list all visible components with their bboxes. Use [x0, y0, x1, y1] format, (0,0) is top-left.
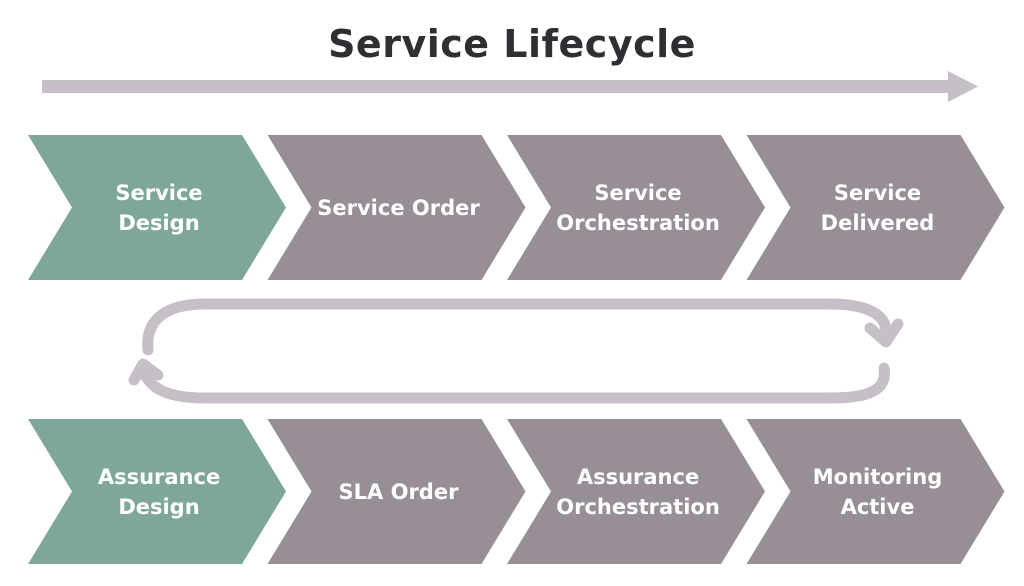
cycle-loop-lower: [137, 362, 890, 404]
cycle-loop-upper-head: [864, 318, 904, 348]
service-step-4-chevron: [746, 135, 1005, 280]
assurance-step-3-chevron: [507, 419, 765, 564]
service-row: [28, 135, 1005, 280]
cycle-loop-arrow: [128, 298, 904, 404]
progress-arrow: [42, 71, 978, 102]
assurance-step-4-chevron: [746, 419, 1005, 564]
progress-arrow-head: [948, 71, 978, 102]
service-step-3-chevron: [507, 135, 765, 280]
assurance-row: [28, 419, 1005, 564]
service-step-1-chevron: [28, 135, 286, 280]
assurance-step-2-chevron: [267, 419, 526, 564]
cycle-loop-upper: [142, 298, 892, 356]
service-step-2-chevron: [267, 135, 526, 280]
diagram-title: Service Lifecycle: [328, 22, 696, 66]
assurance-step-1-chevron: [28, 419, 286, 564]
cycle-loop-lower-head: [128, 358, 164, 386]
progress-arrow-shaft: [42, 80, 952, 93]
